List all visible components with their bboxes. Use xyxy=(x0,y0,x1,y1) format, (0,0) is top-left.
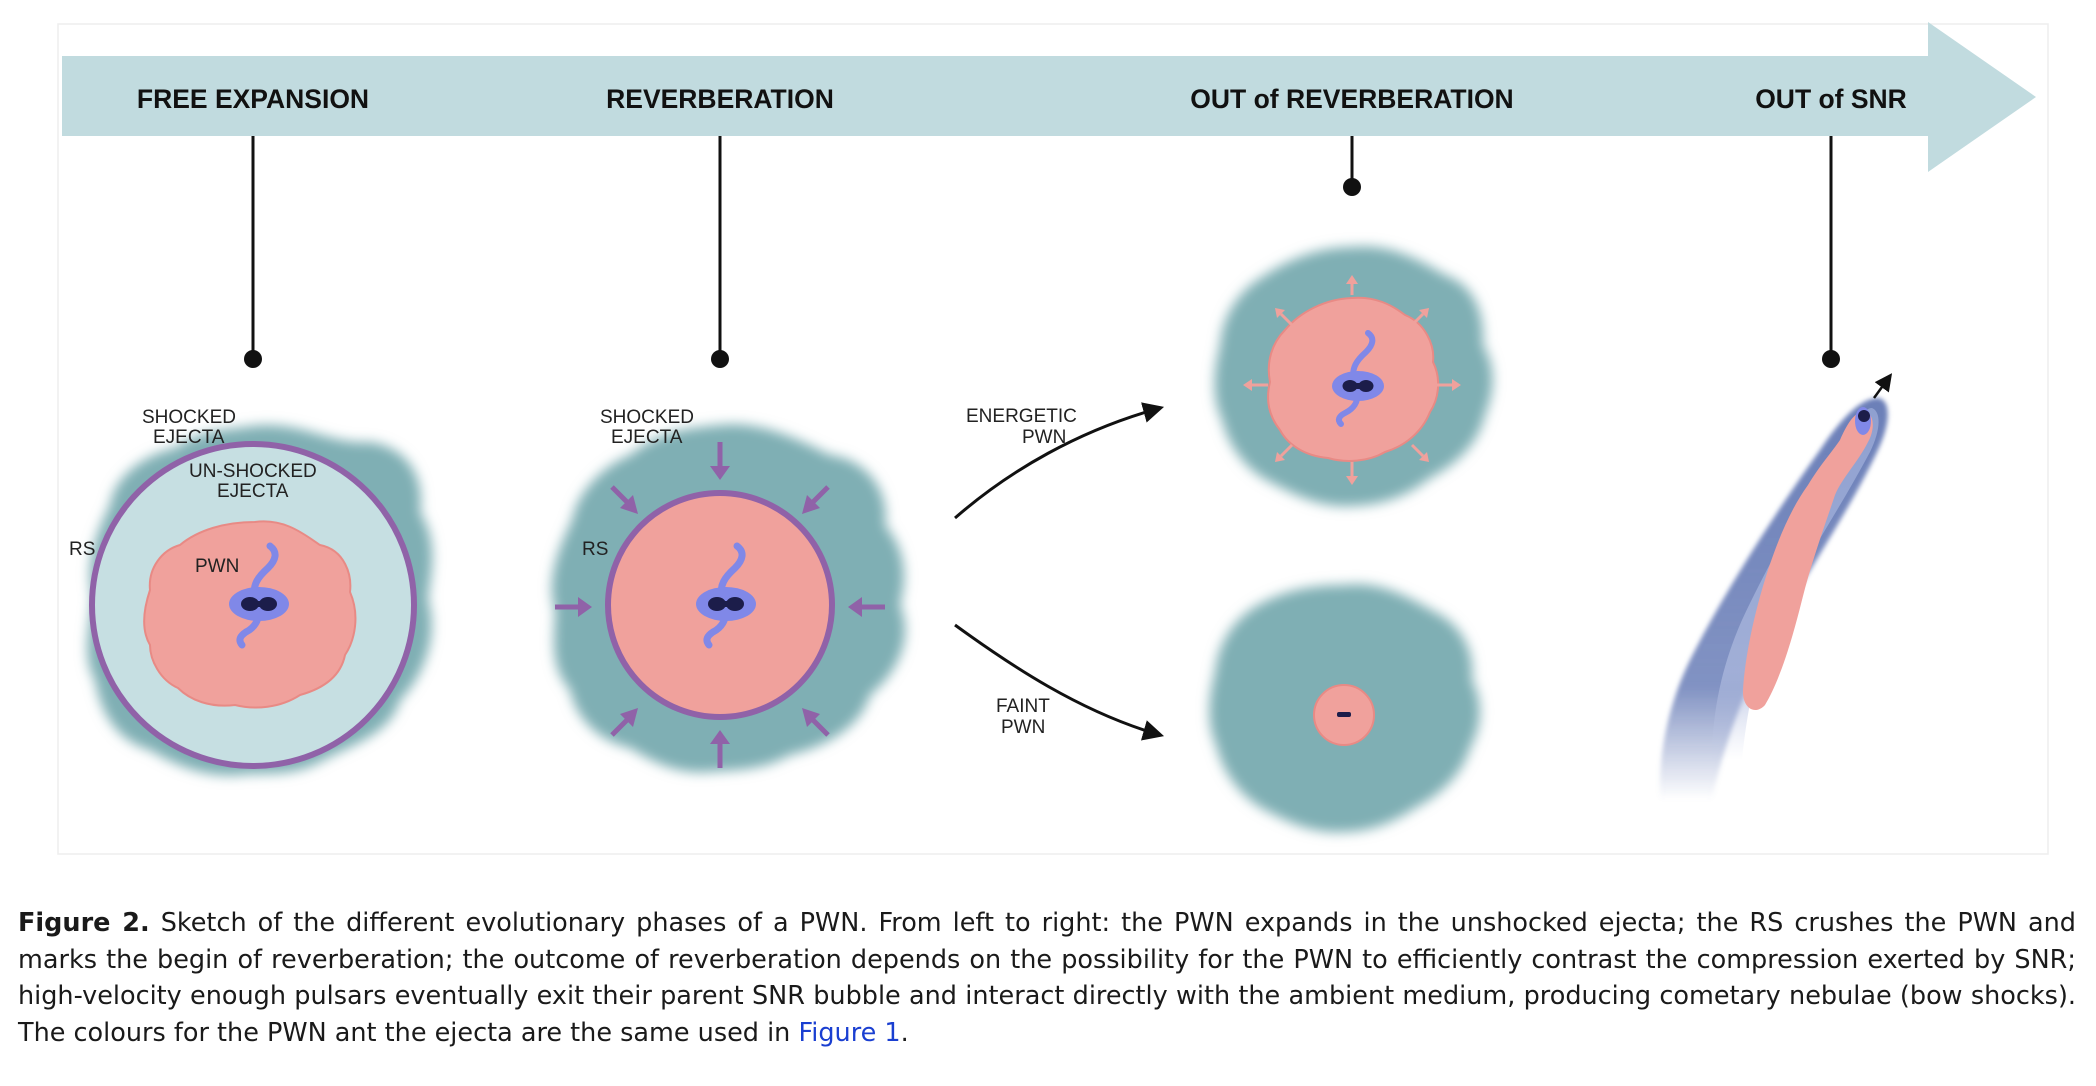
label-shocked-ejecta: SHOCKED EJECTA xyxy=(600,407,699,448)
pointer-dot xyxy=(1343,178,1361,196)
phase-label-free-expansion: FREE EXPANSION xyxy=(137,84,369,114)
figure-1-link[interactable]: Figure 1 xyxy=(798,1017,901,1048)
compression-arrow xyxy=(610,708,638,737)
branch-arrow-energetic xyxy=(954,402,1165,520)
timeline-arrow xyxy=(62,22,2036,172)
pulsar xyxy=(696,542,756,649)
phase-label-out-of-reverberation: OUT of REVERBERATION xyxy=(1190,84,1513,114)
label-unshocked-ejecta: UN-SHOCKED EJECTA xyxy=(189,461,322,502)
label-rs: RS xyxy=(69,539,95,560)
expansion-arrow xyxy=(1346,462,1358,485)
label-rs: RS xyxy=(582,539,608,560)
reverse-shock-ring xyxy=(89,441,417,769)
branch-arrow-faint xyxy=(954,623,1165,741)
label-energetic-pwn: ENERGETIC PWN xyxy=(966,406,1082,448)
expansion-arrow xyxy=(1346,275,1358,295)
free-expansion-diagram: SHOCKED EJECTA UN-SHOCKED EJECTA RS PWN xyxy=(69,407,433,776)
bow-shock-diagram xyxy=(1659,373,1893,800)
figure-caption: Figure 2. Sketch of the different evolut… xyxy=(18,905,2076,1051)
timeline-pointers xyxy=(251,136,1833,358)
pulsar xyxy=(229,542,289,649)
label-pwn: PWN xyxy=(195,556,239,577)
pointer-dot xyxy=(711,350,729,368)
figure-frame xyxy=(57,23,2049,855)
expansion-arrow xyxy=(1436,379,1461,391)
expansion-arrow xyxy=(1243,379,1268,391)
compression-arrow xyxy=(802,708,830,737)
reverse-shock-ring xyxy=(605,490,835,720)
compression-arrow xyxy=(848,597,885,617)
pulsar xyxy=(1332,330,1384,427)
compression-arrow xyxy=(555,597,592,617)
label-faint-pwn: FAINT PWN xyxy=(996,696,1055,738)
compression-arrow xyxy=(802,485,830,514)
expansion-arrow xyxy=(1275,443,1294,462)
expansion-arrow xyxy=(1410,443,1429,462)
pointer-dot xyxy=(244,350,262,368)
pwn-evolution-figure: FREE EXPANSION REVERBERATION OUT of REVE… xyxy=(57,22,2049,855)
expansion-arrow xyxy=(1410,308,1429,327)
caption-end: . xyxy=(900,1017,909,1048)
pulsar xyxy=(1337,712,1351,717)
reverberation-diagram: SHOCKED EJECTA RS xyxy=(551,407,906,773)
energetic-pwn-diagram xyxy=(1214,246,1493,507)
pointer-dot xyxy=(1822,350,1840,368)
pulsar xyxy=(1858,410,1870,422)
caption-text: Sketch of the different evolutionary pha… xyxy=(18,908,2076,1048)
expansion-arrow xyxy=(1275,308,1294,327)
compression-arrow xyxy=(710,442,730,480)
pwn-comet xyxy=(1742,411,1873,711)
pulsar-velocity-arrow xyxy=(1872,373,1893,399)
caption-label: Figure 2. xyxy=(18,908,150,938)
phase-label-out-of-snr: OUT of SNR xyxy=(1755,84,1907,114)
compression-arrow xyxy=(710,730,730,768)
expansion-arrows xyxy=(1243,275,1461,485)
label-shocked-ejecta: SHOCKED EJECTA xyxy=(142,407,241,448)
compression-arrows xyxy=(555,442,885,768)
phase-label-reverberation: REVERBERATION xyxy=(606,84,834,114)
faint-pwn-diagram xyxy=(1209,584,1480,833)
compression-arrow xyxy=(610,485,638,514)
